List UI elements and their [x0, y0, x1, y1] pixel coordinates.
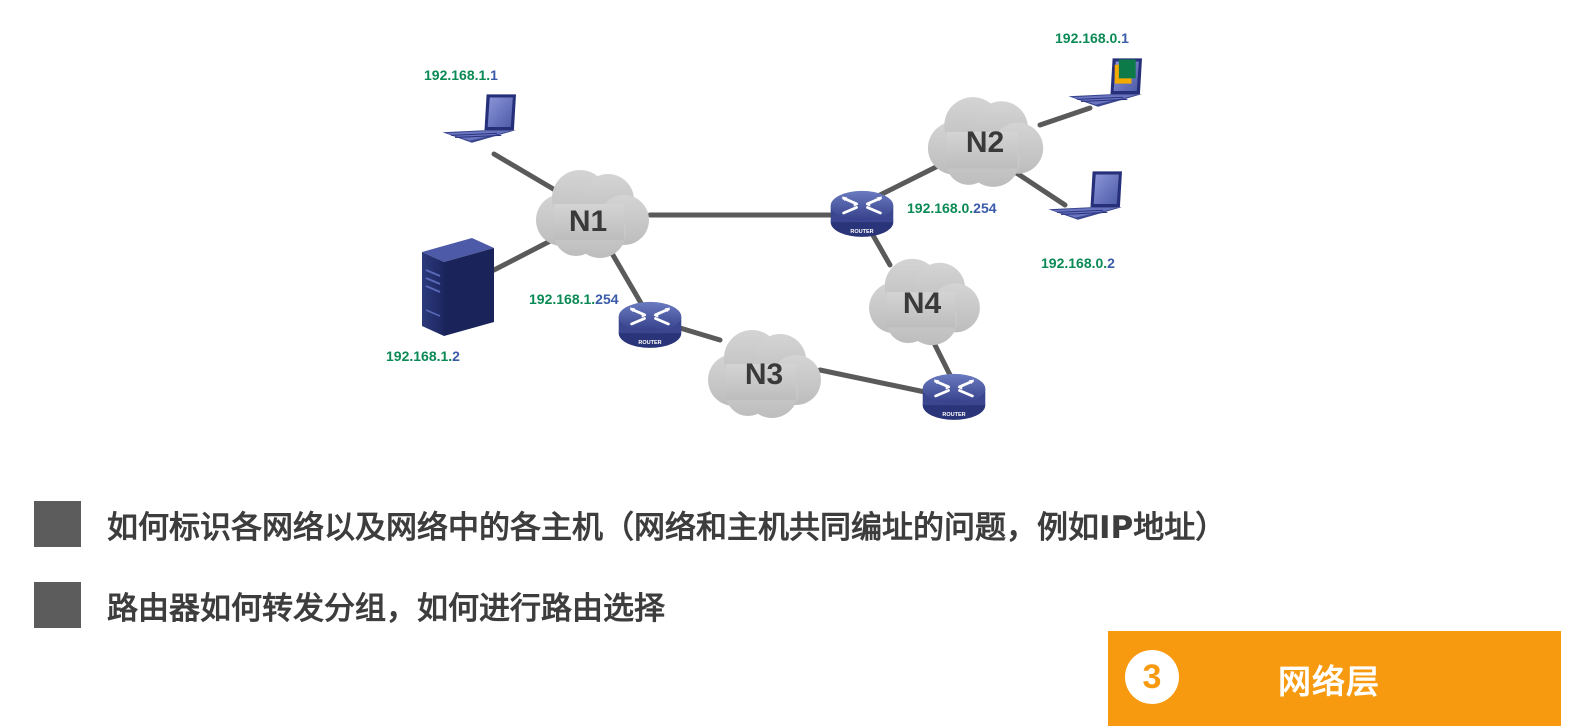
network-label-n1: N1	[569, 205, 607, 238]
router-n4: ROUTER	[921, 372, 987, 422]
network-label-n3: N3	[745, 358, 783, 391]
ip-label-laptop-n1: 192.168.1.1	[424, 67, 498, 83]
server-icon	[422, 238, 494, 336]
link-laptop1-n1	[491, 151, 558, 193]
link-router-n1-n3	[677, 325, 723, 343]
router-n1: ROUTER	[617, 300, 683, 350]
link-n2-laptop-bottom	[1012, 169, 1068, 208]
bullet-text-routing: 路由器如何转发分组，如何进行路由选择	[107, 590, 665, 627]
ip-label-router-n1: 192.168.1.254	[529, 291, 619, 307]
network-links	[491, 105, 1093, 395]
laptop-n2-bottom-icon	[1047, 170, 1123, 221]
layer-banner: 3 网络层	[1108, 631, 1561, 726]
link-router-n2-n2	[877, 162, 943, 198]
ip-label-server-n1: 192.168.1.2	[386, 348, 460, 364]
router-n2-label: ROUTER	[850, 229, 873, 235]
laptop-n2-top-icon	[1067, 57, 1143, 108]
layer-title: 网络层	[1278, 662, 1380, 701]
bullet-square-icon	[34, 582, 81, 628]
link-n3-router-n4	[817, 367, 928, 395]
network-label-n2: N2	[966, 126, 1004, 159]
bullet-item-routing: 路由器如何转发分组，如何进行路由选择	[34, 582, 665, 628]
network-label-n4: N4	[903, 287, 942, 320]
router-n1-label: ROUTER	[638, 340, 661, 346]
router-n4-label: ROUTER	[942, 412, 965, 418]
bullet-text-addressing: 如何标识各网络以及网络中的各主机（网络和主机共同编址的问题，例如IP地址）	[107, 509, 1227, 546]
network-diagram: N1 N2 N3 N4 ROUTER ROUTER ROUTER 192.168…	[386, 30, 1143, 422]
laptop-n1-icon	[441, 93, 517, 144]
ip-label-laptop-n2-bottom: 192.168.0.2	[1041, 255, 1115, 271]
ip-label-laptop-n2-top: 192.168.0.1	[1055, 30, 1129, 46]
layer-number-badge: 3	[1125, 650, 1179, 704]
bullet-item-addressing: 如何标识各网络以及网络中的各主机（网络和主机共同编址的问题，例如IP地址）	[34, 501, 1226, 547]
router-n2: ROUTER	[829, 189, 895, 239]
link-n2-laptop-top	[1037, 105, 1093, 128]
bullet-square-icon	[34, 501, 81, 547]
link-n1-router-n1	[607, 247, 648, 313]
ip-label-router-n2: 192.168.0.254	[907, 200, 997, 216]
